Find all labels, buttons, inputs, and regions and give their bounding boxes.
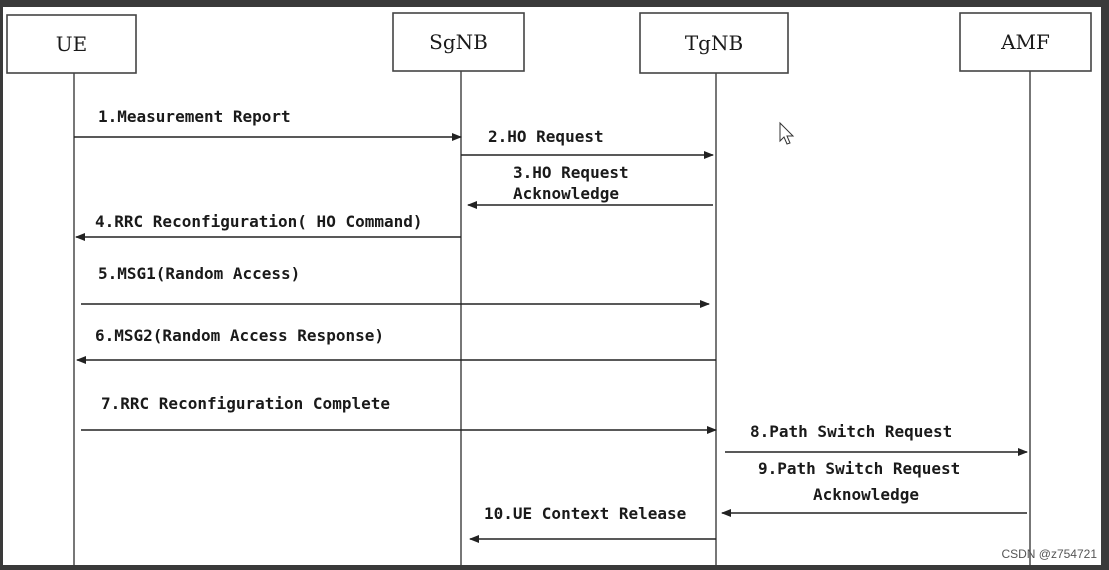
- message-label-m2: 2.HO Request: [488, 127, 604, 146]
- participant-box-ue: [6, 14, 137, 74]
- participant-label-sgnb: SgNB: [429, 30, 488, 54]
- participant-box-tgnb: [639, 12, 789, 74]
- message-label-m5: 5.MSG1(Random Access): [98, 264, 300, 283]
- participant-label-tgnb: TgNB: [685, 31, 743, 55]
- message-label-m7: 7.RRC Reconfiguration Complete: [101, 394, 390, 413]
- sequence-diagram-svg: UE SgNB TgNB AMF 1.Measurement Report 2.HO R…: [6, 12, 1097, 565]
- watermark: CSDN @z754721: [1001, 547, 1097, 561]
- message-label-m10: 10.UE Context Release: [484, 504, 686, 523]
- participant-box-sgnb: [392, 12, 525, 72]
- message-label-m1: 1.Measurement Report: [98, 107, 291, 126]
- mouse-cursor-icon: [779, 121, 795, 145]
- participant-box-amf: [959, 12, 1092, 72]
- message-label-m8: 8.Path Switch Request: [750, 422, 952, 441]
- participant-label-amf: AMF: [1000, 30, 1050, 54]
- message-label-m3-line1: 3.HO Request: [513, 163, 629, 182]
- sequence-diagram: UE SgNB TgNB AMF 1.Measurement Report 2.HO R…: [3, 7, 1101, 565]
- message-label-m9-line2: Acknowledge: [813, 485, 919, 504]
- message-label-m6: 6.MSG2(Random Access Response): [95, 326, 384, 345]
- participant-label-ue: UE: [56, 32, 87, 56]
- message-label-m9-line1: 9.Path Switch Request: [758, 459, 960, 478]
- message-label-m4: 4.RRC Reconfiguration( HO Command): [95, 212, 423, 231]
- message-label-m3-line2: Acknowledge: [513, 184, 619, 203]
